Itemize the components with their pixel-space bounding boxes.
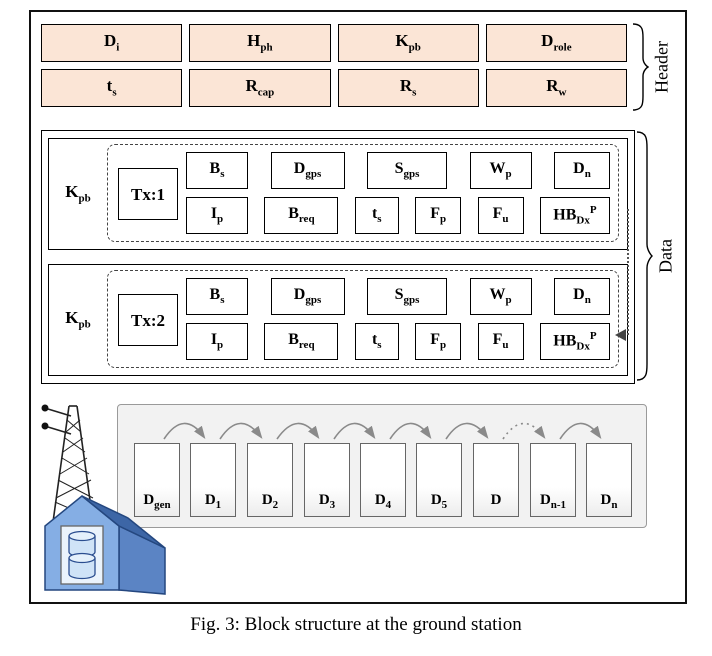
figure-frame: Di Hph Kpb Drole ts Rcap Rs Rw Header Kp… (29, 10, 687, 604)
data-brace (636, 131, 653, 381)
header-field-rcap: Rcap (189, 69, 331, 107)
data-section-label: Data (655, 239, 676, 273)
field-dgps: Dgps (270, 278, 345, 315)
header-row-1: Di Hph Kpb Drole (41, 24, 627, 62)
header-field-hph: Hph (189, 24, 331, 62)
tx2-rows: Bs Dgps Sgps Wp Dn Ip Breq ts Fp Fu HBDx… (186, 278, 610, 360)
chain-box-dn: Dn (586, 443, 632, 517)
chain-box-dgen: Dgen (134, 443, 180, 517)
field-sgps: Sgps (367, 152, 447, 189)
tx1-row-2: Ip Breq ts Fp Fu HBDxP (186, 197, 610, 234)
field-bs: Bs (186, 278, 248, 315)
tx1-payload-container: Tx:1 Bs Dgps Sgps Wp Dn Ip Breq ts Fp (107, 144, 619, 242)
field-ip: Ip (186, 197, 248, 234)
header-field-drole: Drole (485, 24, 627, 62)
header-field-rs: Rs (337, 69, 479, 107)
chain-box-d: D (473, 443, 519, 517)
tx1-row-1: Bs Dgps Sgps Wp Dn (186, 152, 610, 189)
block-link-dotted-line (627, 209, 629, 335)
field-dn: Dn (554, 278, 610, 315)
field-fu: Fu (477, 323, 524, 360)
field-hb: HBDxP (539, 323, 610, 360)
field-ts: ts (354, 323, 399, 360)
field-breq: Breq (264, 323, 339, 360)
field-wp: Wp (469, 278, 532, 315)
field-dn: Dn (554, 152, 610, 189)
data-chain-container: Dgen D1 D2 D3 D4 D5 D Dn-1 Dn (117, 404, 647, 528)
database-icon (60, 525, 104, 585)
header-field-ts: ts (41, 69, 183, 107)
field-ts: ts (354, 197, 399, 234)
data-region: Kpb Tx:1 Bs Dgps Sgps Wp Dn Ip Breq ts (41, 130, 635, 384)
field-wp: Wp (469, 152, 532, 189)
header-field-kpb: Kpb (337, 24, 479, 62)
chain-box-d5: D5 (416, 443, 462, 517)
chain-box-d4: D4 (360, 443, 406, 517)
field-dgps: Dgps (270, 152, 345, 189)
header-row-2: ts Rcap Rs Rw (41, 69, 627, 107)
house-icon (44, 495, 166, 595)
field-bs: Bs (186, 152, 248, 189)
header-field-rw: Rw (485, 69, 627, 107)
chain-box-d1: D1 (190, 443, 236, 517)
field-sgps: Sgps (367, 278, 447, 315)
figure-caption: Fig. 3: Block structure at the ground st… (190, 614, 522, 635)
field-hb: HBDxP (539, 197, 610, 234)
chain-box-dn-1: Dn-1 (530, 443, 576, 517)
tx2-row-2: Ip Breq ts Fp Fu HBDxP (186, 323, 610, 360)
tx1-rows: Bs Dgps Sgps Wp Dn Ip Breq ts Fp Fu HBDx… (186, 152, 610, 234)
header-field-di: Di (41, 24, 183, 62)
field-breq: Breq (264, 197, 339, 234)
tx1-block: Kpb Tx:1 Bs Dgps Sgps Wp Dn Ip Breq ts (48, 138, 628, 250)
ground-station-illustration (41, 404, 166, 595)
chain-box-d2: D2 (247, 443, 293, 517)
field-fp: Fp (415, 323, 462, 360)
header-brace (632, 23, 649, 111)
tx1-label-box: Tx:1 (118, 168, 178, 220)
field-ip: Ip (186, 323, 248, 360)
field-fp: Fp (415, 197, 462, 234)
tx2-payload-container: Tx:2 Bs Dgps Sgps Wp Dn Ip Breq ts Fp (107, 270, 619, 368)
chain-box-d3: D3 (304, 443, 350, 517)
tx2-key-label: Kpb (65, 308, 91, 331)
tx2-block: Kpb Tx:2 Bs Dgps Sgps Wp Dn Ip Breq ts (48, 264, 628, 376)
header-section-label: Header (651, 41, 672, 93)
field-fu: Fu (477, 197, 524, 234)
tx2-row-1: Bs Dgps Sgps Wp Dn (186, 278, 610, 315)
block-link-arrow-icon (615, 329, 626, 341)
tx2-label-box: Tx:2 (118, 294, 178, 346)
tx1-key-label: Kpb (65, 182, 91, 205)
